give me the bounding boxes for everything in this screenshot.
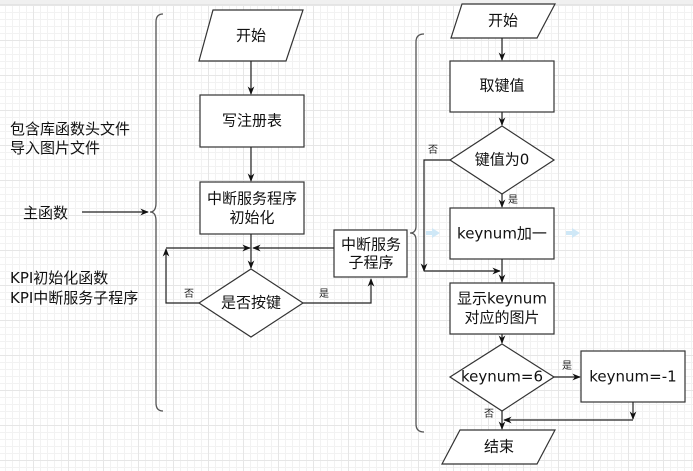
yes-label-main: 是: [319, 288, 329, 300]
hint-arrow-right-icon: [566, 228, 580, 238]
annotation-import-images: 导入图片文件: [10, 139, 100, 157]
key-pressed-label: 是否按键: [221, 294, 281, 312]
main-start-node[interactable]: [198, 9, 304, 62]
show-image-label-1: 显示keynum: [457, 290, 547, 308]
main-start-label: 开始: [236, 27, 266, 45]
canvas-top-bar: [0, 0, 693, 5]
annotation-kpi-isr: KPI中断服务子程序: [10, 289, 138, 307]
get-key-node[interactable]: [449, 60, 555, 113]
yes-label-six: 是: [562, 360, 572, 372]
annotation-includes: 包含库函数头文件: [10, 120, 130, 138]
edge-yes-to-isr: [303, 278, 375, 304]
no-label-zero: 否: [428, 144, 438, 156]
edge-zero-no-down: [420, 159, 450, 272]
isr-init-label-2: 初始化: [229, 209, 274, 227]
increment-node[interactable]: [449, 207, 555, 260]
keynum-six-label: keynum=6: [461, 368, 543, 386]
isr-node[interactable]: [333, 229, 408, 278]
get-key-label: 取键值: [479, 77, 524, 95]
yes-label-zero: 是: [508, 194, 518, 206]
isr-init-label-1: 中断服务程序: [207, 190, 297, 208]
write-registry-node[interactable]: [199, 94, 305, 148]
isr-start-node[interactable]: [450, 3, 556, 39]
annotation-kpi-init: KPI初始化函数: [10, 269, 108, 287]
edge-no-loop-up: [162, 248, 199, 304]
end-node[interactable]: [441, 429, 556, 465]
annotation-main: 主函数: [23, 204, 68, 222]
increment-label: keynum加一: [457, 225, 547, 243]
write-registry-label: 写注册表: [222, 112, 282, 130]
hint-arrow-left-icon: [426, 228, 440, 238]
reset-keynum-label: keynum=-1: [589, 368, 676, 386]
main-function-brace: [149, 13, 164, 412]
end-label: 结束: [484, 438, 514, 456]
no-label-six: 否: [484, 408, 494, 420]
isr-start-label: 开始: [488, 12, 518, 30]
show-image-node[interactable]: [449, 282, 555, 335]
key-pressed-decision[interactable]: [197, 268, 305, 338]
no-label-main: 否: [184, 288, 194, 300]
reset-keynum-node[interactable]: [580, 350, 686, 403]
isr-init-node[interactable]: [199, 181, 305, 235]
show-image-label-2: 对应的图片: [464, 309, 539, 327]
isr-label-1: 中断服务: [341, 236, 401, 254]
isr-brace: [409, 33, 425, 433]
key-zero-label: 键值为0: [475, 151, 530, 169]
isr-label-2: 子程序: [348, 254, 393, 272]
